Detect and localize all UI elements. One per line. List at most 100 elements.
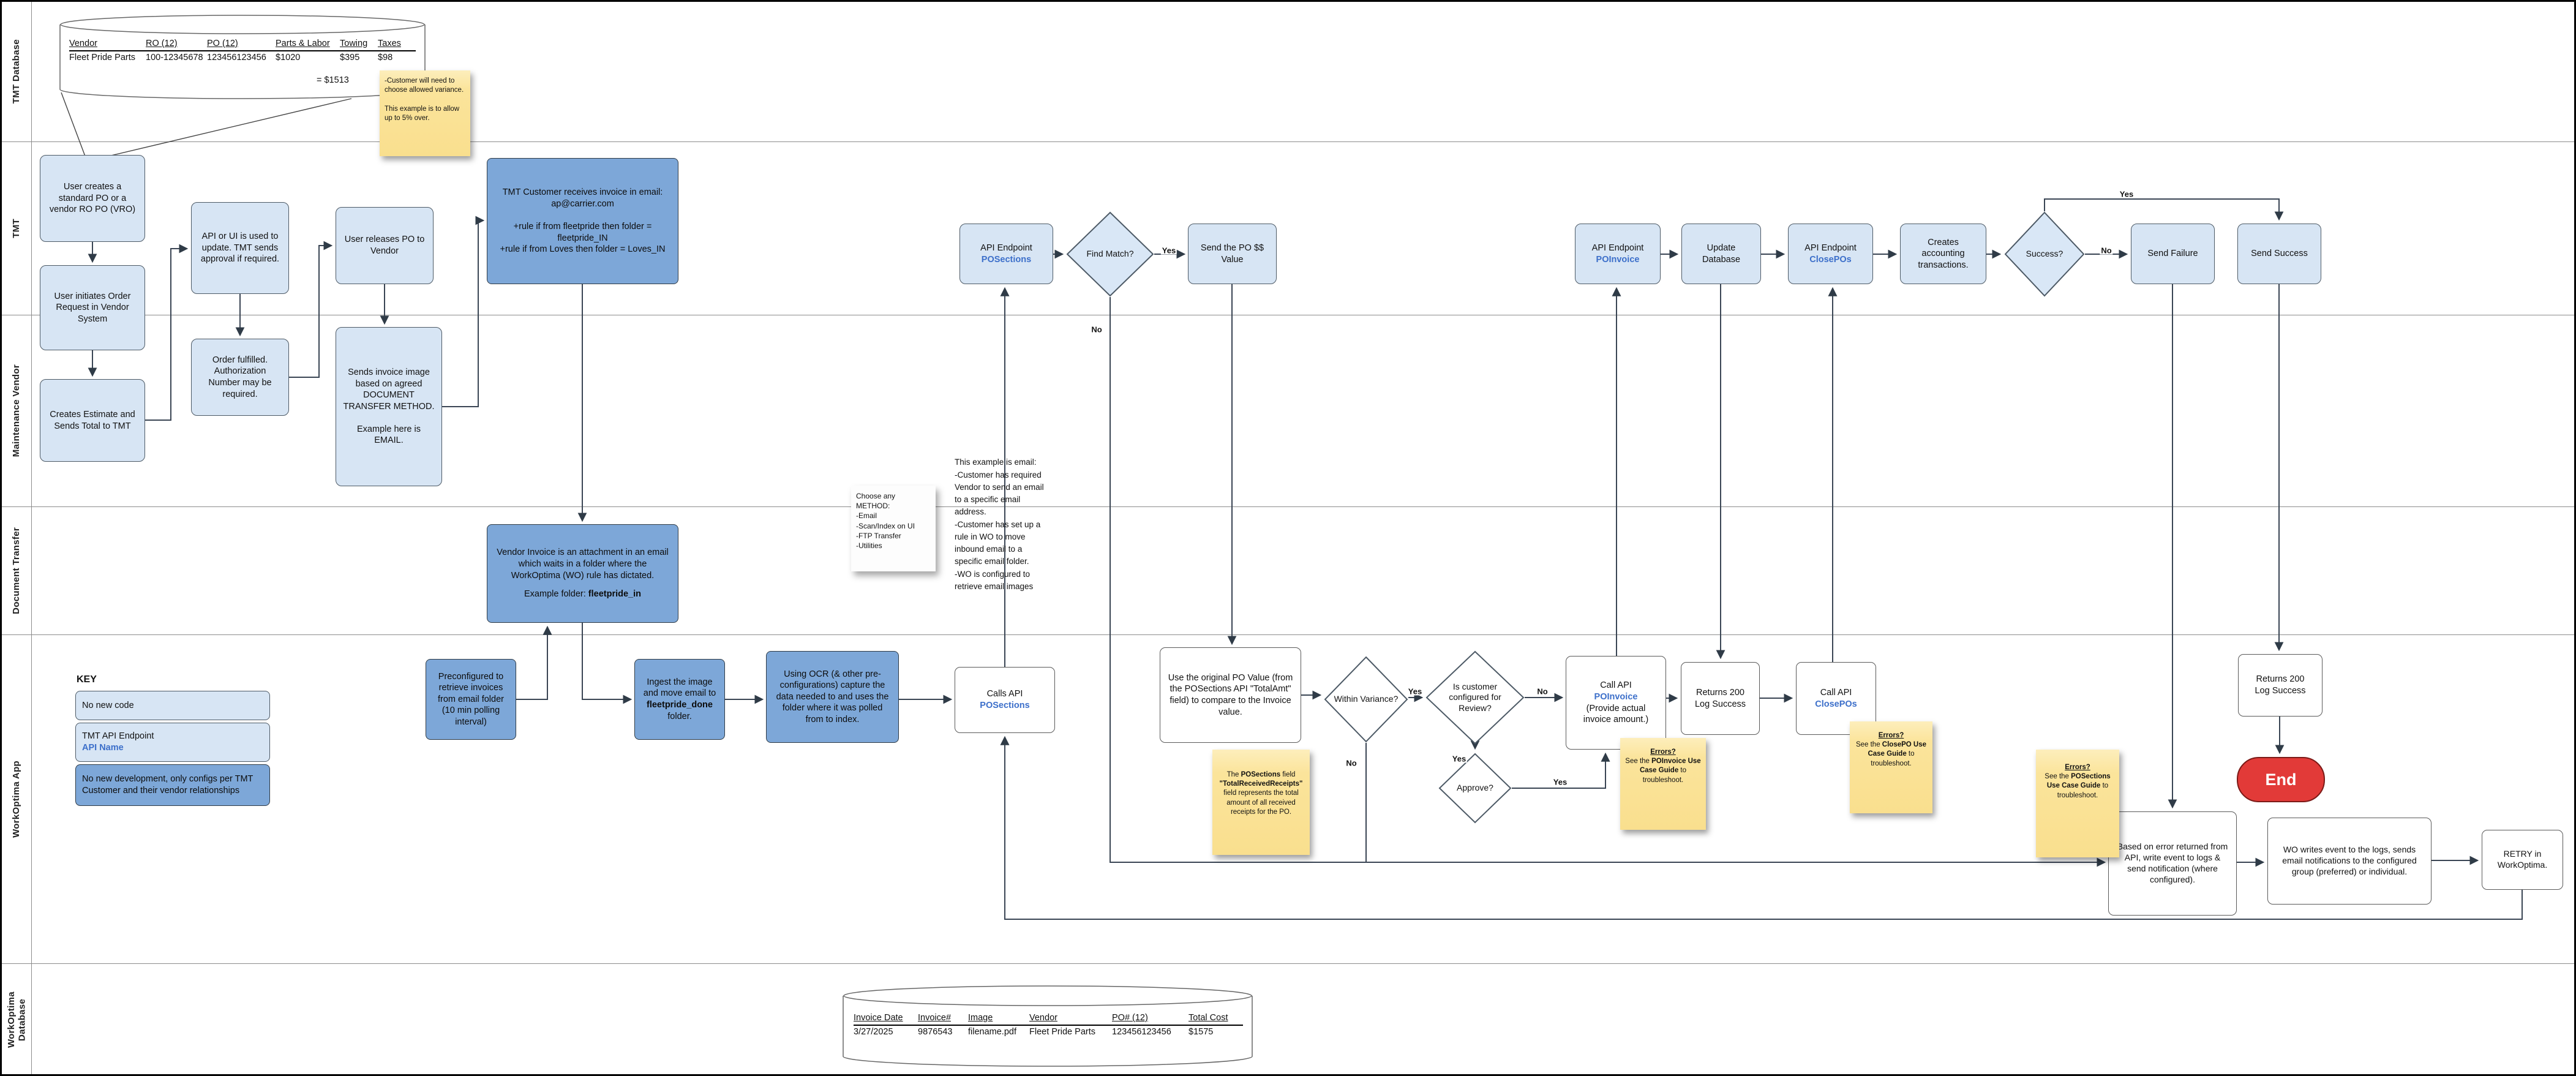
note-errors-closepo-title: Errors? [1878,732,1904,739]
lane-divider-3 [2,506,2574,507]
col-parts-labor: Parts & Labor [276,39,330,48]
node-send-po-value-text: Send the PO $$ Value [1200,243,1264,265]
example-folder-value: fleetpride_in [588,589,641,600]
api-endpoint-label: API Endpoint [1804,243,1857,253]
lane-label-separator [31,2,32,1074]
note-posections-field-text: The POSections field "TotalReceivedRecei… [1220,771,1303,816]
node-order-fulfilled-text: Order fulfilled. Authorization Number ma… [208,355,272,399]
api-endpoint-poinvoice-name: POInvoice [1596,254,1640,265]
posections-guide: POSections Use Case Guide [2046,773,2111,790]
to-troubleshoot: to troubleshoot. [1871,750,1915,767]
col-po: PO (12) [207,39,238,48]
example-folder-line: Example folder: fleetpride_in [524,589,641,600]
workoptima-database-cylinder: Invoice Date Invoice# Image Vendor PO# (… [843,985,1253,1067]
cell-invoice-num: 9876543 [918,1027,953,1037]
pf-pre: The [1226,771,1241,778]
node-creates-accounting-text: Creates accounting transactions. [1918,237,1969,270]
text-email-example-content: This example is email: -Customer has req… [955,457,1044,591]
decision-configured-for-review: Is customer configured for Review? [1425,650,1525,745]
note-allowed-variance: -Customer will need to choose allowed va… [380,70,470,156]
pf-bold-totalreceived: "TotalReceivedReceipts" [1219,780,1303,788]
decision-approve-text: Approve? [1457,783,1493,793]
node-retry: RETRY in WorkOptima. [2482,830,2563,890]
node-api-endpoint-posections: API Endpoint POSections [959,224,1053,284]
note-errors-poinvoice-body: See the POInvoice Use Case Guide to trou… [1625,757,1701,785]
note-choose-method: Choose any METHOD: -Email -Scan/Index on… [851,486,936,571]
pf-bold-posections: POSections [1241,771,1281,778]
note-errors-posections-title: Errors? [2065,764,2090,771]
poinvoice-guide: POInvoice Use Case Guide [1639,758,1701,775]
text-email-example: This example is email: -Customer has req… [955,444,1095,593]
node-creates-estimate: Creates Estimate and Sends Total to TMT [40,379,145,462]
call-api-poinvoice-name: POInvoice [1594,691,1638,702]
node-update-database-text: Update Database [1702,243,1741,265]
key-item-api-endpoint: TMT API Endpoint API Name [75,723,270,762]
col-ro: RO (12) [146,39,178,48]
see-the: See the [2045,773,2071,781]
lane-divider-4 [2,634,2574,635]
node-send-po-value: Send the PO $$ Value [1188,224,1277,284]
node-wo-writes-event: WO writes event to the logs, sends email… [2267,818,2431,905]
node-user-releases-po: User releases PO to Vendor [336,207,434,284]
key-item-no-new-development-text: No new development, only configs per TMT… [82,774,253,796]
note-errors-posections: Errors? See the POSections Use Case Guid… [2036,750,2119,857]
node-creates-estimate-text: Creates Estimate and Sends Total to TMT [50,409,135,431]
cell-vendor: Fleet Pride Parts [69,53,135,62]
note-errors-poinvoice-title: Errors? [1650,748,1676,756]
calls-api-posections-name: POSections [980,701,1030,710]
node-wo-writes-event-text: WO writes event to the logs, sends email… [2282,845,2417,876]
node-vendor-invoice-attachment: Vendor Invoice is an attachment in an em… [487,524,678,623]
node-tmt-customer-receives-invoice: TMT Customer receives invoice in email: … [487,158,678,284]
node-send-success: Send Success [2237,224,2321,284]
api-endpoint-posections-name: POSections [981,254,1032,265]
ingest-text-post: folder. [667,711,692,721]
label-configured-yes: Yes [1451,754,1468,764]
decision-success-text: Success? [2026,249,2063,259]
node-send-failure-text: Send Failure [2147,249,2198,259]
node-send-success-text: Send Success [2251,249,2308,259]
cell-po-num: 123456123456 [1112,1027,1171,1037]
cell-image: filename.pdf [968,1027,1016,1037]
node-user-releases-po-text: User releases PO to Vendor [344,235,425,256]
node-use-original-po-value: Use the original PO Value (from the POSe… [1160,647,1301,743]
node-ingest-image-text: Ingest the image and move email to fleet… [641,677,718,722]
ingest-text-pre: Ingest the image and move email to [643,677,716,699]
cell-total-cost: $1575 [1188,1027,1214,1037]
node-api-endpoint-poinvoice: API Endpoint POInvoice [1575,224,1661,284]
label-approve-yes: Yes [1552,777,1569,787]
node-using-ocr-text: Using OCR (& other pre-configurations) c… [776,669,889,724]
note-errors-closepo-body: See the ClosePO Use Case Guide to troubl… [1855,740,1928,769]
col-towing: Towing [340,39,368,48]
label-success-yes: Yes [2118,189,2135,199]
node-retry-text: RETRY in WorkOptima. [2497,849,2548,870]
key-item-api-endpoint-text: TMT API Endpoint [82,731,154,742]
node-api-or-ui-update-text: API or UI is used to update. TMT sends a… [200,231,280,265]
key-item-no-new-code-text: No new code [82,700,134,710]
node-end-text: End [2265,770,2297,789]
node-preconfigured-retrieve-text: Preconfigured to retrieve invoices from … [438,671,504,727]
cell-po: 123456123456 [207,53,266,62]
table-row: 3/27/2025 9876543 filename.pdf Fleet Pri… [854,1026,1243,1039]
note-choose-method-text: Choose any METHOD: -Email -Scan/Index on… [856,492,915,550]
label-within-variance-no: No [1345,758,1358,768]
note-allowed-variance-text: -Customer will need to choose allowed va… [385,77,464,122]
node-based-on-error-text: Based on error returned from API, write … [2117,841,2228,884]
pf-post: field represents the total amount of all… [1223,789,1299,816]
tmt-database-table: Vendor RO (12) PO (12) Parts & Labor Tow… [69,37,416,64]
node-returns-200-left: Returns 200 Log Success [1681,662,1760,735]
node-calls-api-posections: Calls API POSections [955,667,1055,733]
lane-divider-5 [2,963,2574,964]
label-success-no: No [2100,246,2113,255]
col-taxes: Taxes [378,39,401,48]
call-api-poinvoice-paren: (Provide actual invoice amount.) [1583,703,1649,725]
col-image: Image [968,1013,993,1023]
label-within-variance-yes: Yes [1406,687,1424,696]
node-send-failure: Send Failure [2131,224,2215,284]
node-returns-200-right: Returns 200 Log Success [2238,654,2323,717]
node-tmt-customer-receives-invoice-text: TMT Customer receives invoice in email: … [500,187,666,255]
node-vendor-invoice-attachment-text: Vendor Invoice is an attachment in an em… [497,547,669,581]
see-the: See the [1625,758,1652,766]
node-order-fulfilled: Order fulfilled. Authorization Number ma… [191,339,289,416]
workoptima-database-table: Invoice Date Invoice# Image Vendor PO# (… [854,1012,1243,1039]
